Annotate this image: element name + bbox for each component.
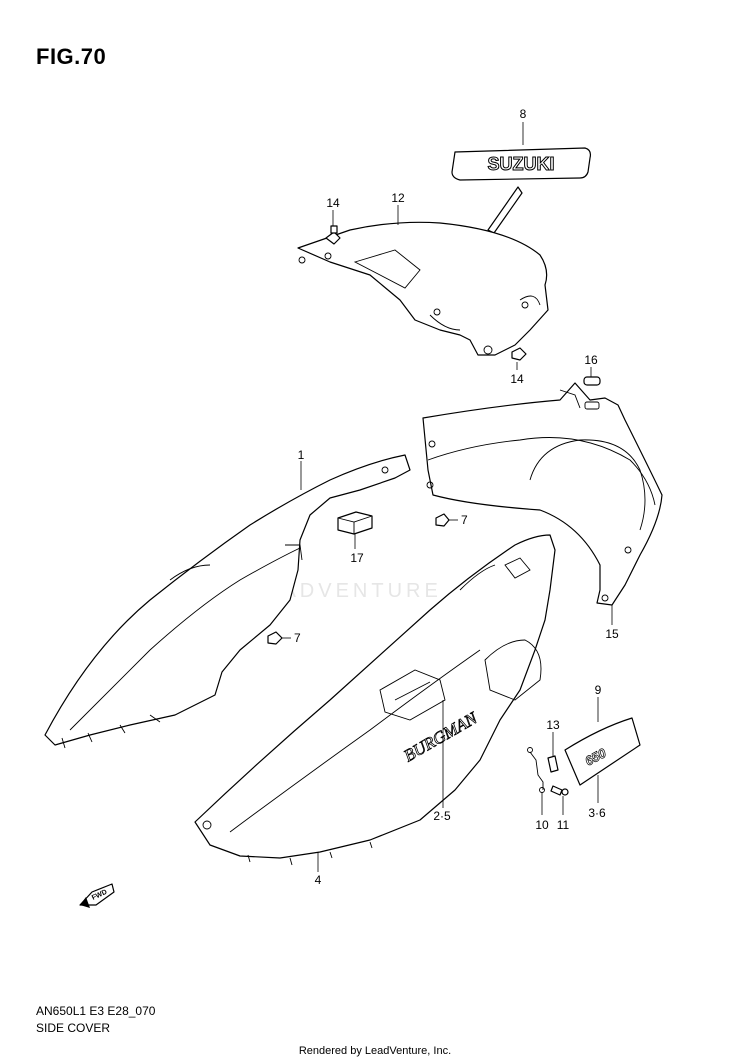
fwd-arrow-icon: FWD (79, 883, 115, 908)
callout-17: 17 (350, 551, 364, 565)
bracket-9[interactable] (527, 747, 545, 793)
callout-15: 15 (605, 627, 619, 641)
leader-lines (282, 122, 613, 872)
callout-7-upper: 7 (461, 513, 468, 527)
fastener-14-top[interactable] (325, 225, 341, 245)
main-side-cover[interactable]: BURGMAN (194, 534, 556, 866)
callout-9: 10 (535, 818, 549, 832)
callout-1: 1 (298, 448, 305, 462)
clip-11[interactable] (547, 755, 559, 773)
cushion-17[interactable] (337, 511, 373, 535)
clip-7-lower[interactable] (267, 631, 283, 645)
callout-10: 11 (557, 818, 570, 832)
callout-16: 16 (584, 353, 598, 367)
callout-8: 9 (595, 683, 602, 697)
badge-8[interactable]: 650 (564, 717, 641, 786)
watermark-text: LEADVENTURE (250, 580, 442, 602)
suzuki-emblem[interactable]: SUZUKI (451, 147, 592, 181)
rear-lower-cover[interactable] (422, 382, 663, 606)
clip-7-upper[interactable] (435, 513, 450, 527)
rendered-by-credit: Rendered by LeadVenture, Inc. (298, 1045, 452, 1057)
callout-13: 8 (520, 107, 527, 121)
fastener-14-bottom[interactable] (511, 347, 527, 361)
figure-name: SIDE COVER (36, 1021, 111, 1035)
callout-14-top: 14 (326, 196, 340, 210)
callout-7-lower: 7 (294, 631, 301, 645)
callout-3-6: 3·6 (588, 806, 606, 820)
callout-4: 4 (315, 873, 322, 887)
rear-upper-cover[interactable] (297, 221, 549, 356)
figure-title: FIG.70 (36, 44, 107, 69)
suzuki-emblem-text: SUZUKI (488, 154, 555, 174)
callout-11: 13 (546, 718, 560, 732)
callout-14-bottom: 14 (510, 372, 524, 386)
callout-12: 12 (391, 191, 405, 205)
callout-2-5: 2·5 (433, 809, 451, 823)
arrow-icon (487, 186, 523, 234)
figure-code: AN650L1 E3 E28_070 (36, 1004, 156, 1018)
grommet-16[interactable] (583, 376, 601, 386)
left-side-cover[interactable] (44, 454, 411, 749)
screw-10[interactable] (550, 785, 569, 796)
